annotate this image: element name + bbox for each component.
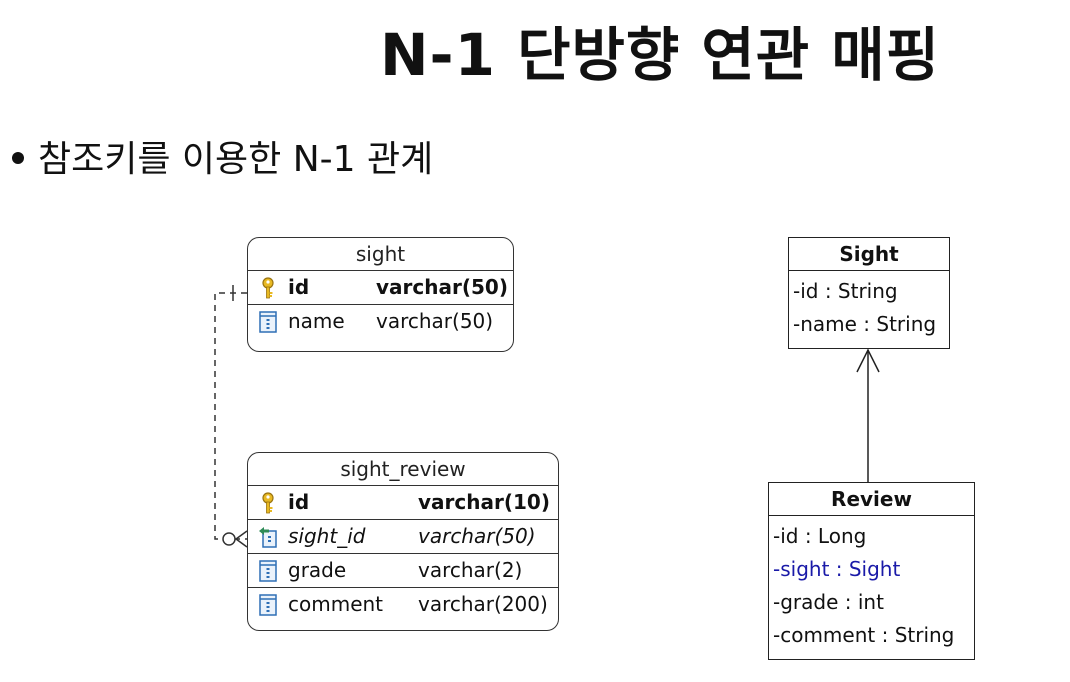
column-type: varchar(50) (376, 275, 508, 299)
column-name: id (288, 275, 310, 299)
uml-attribute-list: -id : String -name : String (789, 271, 949, 343)
uml-attribute: -name : String (793, 312, 937, 336)
foreign-key-icon (259, 527, 277, 548)
er-table-title: sight_review (248, 453, 558, 486)
bullet-text: 참조키를 이용한 N-1 관계 (38, 139, 434, 180)
er-column-row: id varchar(50) (248, 271, 513, 305)
uml-class-review[interactable]: Review -id : Long -sight : Sight -grade … (768, 482, 975, 660)
uml-class-name: Sight (789, 238, 949, 271)
er-column-row: comment varchar(200) (248, 588, 558, 621)
column-type: varchar(50) (418, 524, 536, 548)
er-column-row: name varchar(50) (248, 305, 513, 338)
uml-attribute-sight-reference: -sight : Sight (773, 557, 901, 581)
er-relationship-line (214, 285, 248, 548)
primary-key-icon (262, 277, 274, 299)
er-table-sight[interactable]: sight id varchar(50) name varchar(50) (247, 237, 514, 352)
column-type: varchar(200) (418, 592, 548, 616)
uml-attribute: -grade : int (773, 590, 884, 614)
many-cardinality-marker (235, 530, 248, 548)
uml-attribute: -comment : String (773, 623, 955, 647)
er-column-row: id varchar(10) (248, 486, 558, 520)
column-icon (259, 311, 277, 333)
slide-title: N-1 단방향 연관 매핑 (380, 21, 941, 89)
column-type: varchar(10) (418, 490, 550, 514)
bullet-point: 참조키를 이용한 N-1 관계 (12, 130, 433, 182)
er-column-row: grade varchar(2) (248, 554, 558, 588)
column-name: grade (288, 558, 347, 582)
er-table-sight-review[interactable]: sight_review id varchar(10) sight_id var… (247, 452, 559, 631)
primary-key-icon (262, 492, 274, 514)
column-name: comment (288, 592, 384, 616)
column-icon (259, 560, 277, 582)
column-type: varchar(2) (418, 558, 523, 582)
column-name: name (288, 309, 345, 333)
column-type: varchar(50) (376, 309, 494, 333)
er-column-row: sight_id varchar(50) (248, 520, 558, 554)
bullet-dot (12, 152, 24, 164)
er-table-title: sight (248, 238, 513, 271)
column-name: id (288, 490, 310, 514)
uml-class-sight[interactable]: Sight -id : String -name : String (788, 237, 950, 349)
uml-attribute: -id : Long (773, 524, 867, 548)
zero-cardinality-marker (222, 532, 236, 546)
uml-class-name: Review (769, 483, 974, 516)
uml-association-arrow (856, 348, 880, 482)
uml-attribute-list: -id : Long -sight : Sight -grade : int -… (769, 516, 974, 654)
uml-attribute: -id : String (793, 279, 898, 303)
arrowhead-icon (856, 348, 880, 373)
column-name: sight_id (288, 524, 366, 548)
column-icon (259, 594, 277, 616)
